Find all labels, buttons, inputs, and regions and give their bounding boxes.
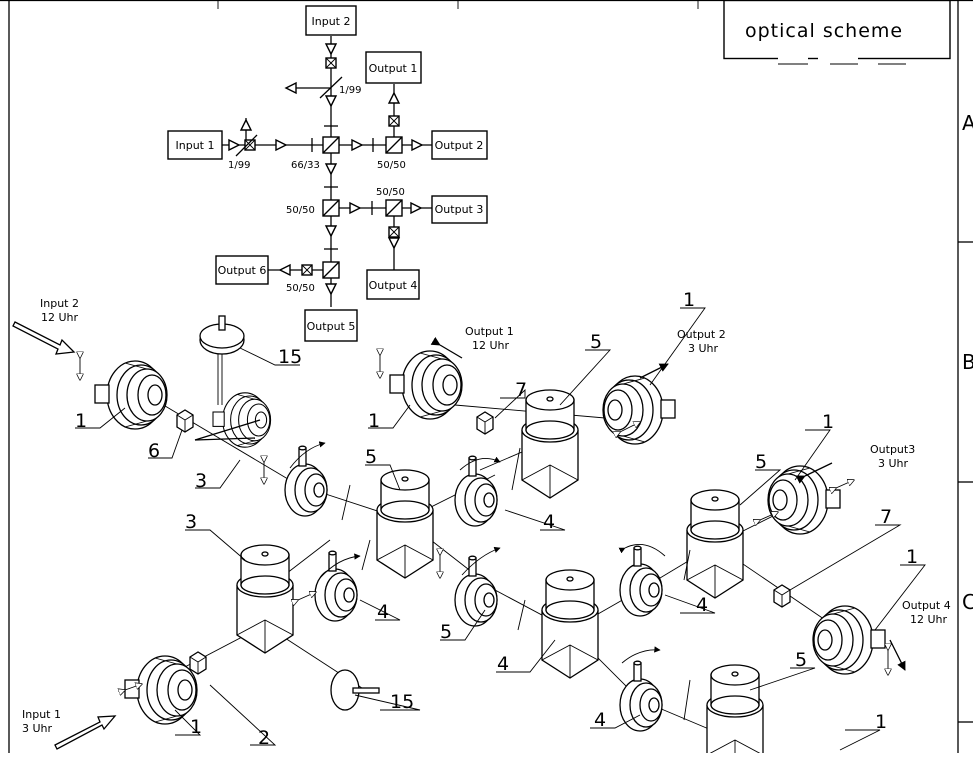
callout-number: 5 [590,331,602,353]
callout-number: 5 [795,649,807,671]
callout-number: 1 [875,711,887,733]
box-output-1: Output 1 [369,62,418,75]
callout-number: 2 [258,727,270,749]
callout-number: 1 [906,546,918,568]
label-output-3: Output3 [870,443,915,456]
box-output-5: Output 5 [307,320,356,333]
optical-schematic [167,5,488,342]
label-output-2: Output 2 [677,328,726,341]
callout-number: 5 [365,446,377,468]
callout-number: 4 [543,511,555,533]
callout-number: 1 [190,716,202,738]
callout-number: 4 [377,601,389,623]
label-input-2-direction: 12 Uhr [41,311,79,324]
label-output-1: Output 1 [465,325,514,338]
ratio-label: 50/50 [376,187,405,198]
label-input-2: Input 2 [40,297,79,310]
box-output-6: Output 6 [218,264,267,277]
ratio-label: 1/99 [228,160,250,171]
label-input-1-direction: 3 Uhr [22,722,53,735]
label-input-1: Input 1 [22,708,61,721]
callout-number: 15 [390,691,414,713]
ratio-label: 50/50 [286,205,315,216]
callout-number: 3 [195,470,207,492]
label-output-1-direction: 12 Uhr [472,339,510,352]
callout-number: 4 [594,709,606,731]
ratio-label: 1/99 [339,85,361,96]
callout-number: 4 [696,594,708,616]
callout-number: 1 [683,289,695,311]
sheet-title: optical scheme [745,20,903,42]
ratio-label: 50/50 [286,283,315,294]
zone-label-b: B [962,350,973,374]
callout-number: 6 [148,440,160,462]
callout-number: 5 [440,621,452,643]
callout-number: 1 [822,411,834,433]
callout-number: 1 [368,410,380,432]
label-output-2-direction: 3 Uhr [688,342,719,355]
callout-number: 7 [880,506,892,528]
callout-number: 5 [755,451,767,473]
assembly-drawing [12,307,926,757]
ratio-label: 50/50 [377,160,406,171]
callout-number: 1 [75,410,87,432]
box-output-2: Output 2 [435,139,484,152]
box-input-1: Input 1 [176,139,215,152]
zone-label-a: A [962,111,973,135]
callout-number: 3 [185,511,197,533]
ratio-label: 66/33 [291,160,320,171]
callout-number: 7 [515,379,527,401]
label-output-4: Output 4 [902,599,951,612]
zone-label-c: C [962,590,973,614]
box-output-3: Output 3 [435,203,484,216]
label-output-4-direction: 12 Uhr [910,613,948,626]
box-output-4: Output 4 [369,279,418,292]
callout-number: 15 [278,346,302,368]
callout-number: 4 [497,653,509,675]
box-input-2: Input 2 [312,15,351,28]
title-block [723,0,951,65]
label-output-3-direction: 3 Uhr [878,457,909,470]
